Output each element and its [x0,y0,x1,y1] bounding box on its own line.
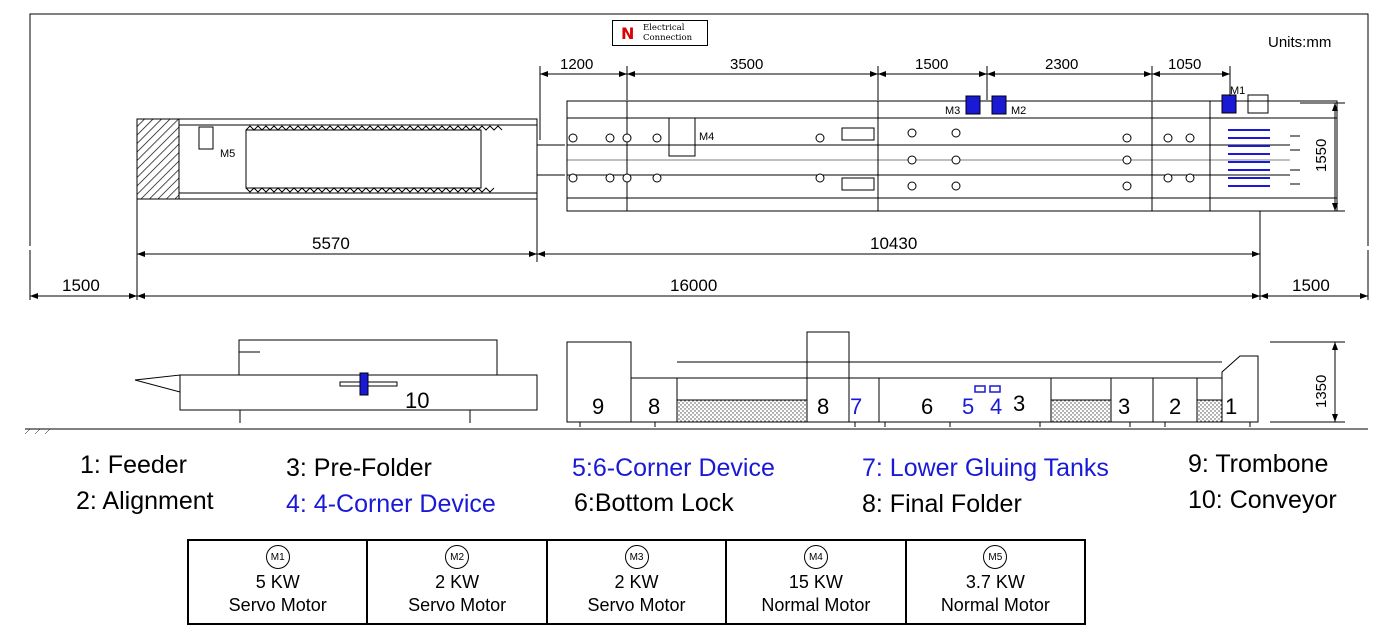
motor-table: M1 5 KW Servo Motor M2 2 KW Servo Motor … [187,539,1086,625]
plan-label-m4: M4 [699,131,714,143]
bottom-dimension-chain [29,250,1369,300]
electrical-connection-key: N Electrical Connection [612,20,708,46]
legend-alignment: 2: Alignment [76,487,214,515]
motor-badge-icon: M2 [445,545,470,569]
dim-10430: 10430 [870,234,917,253]
dim-1550: 1550 [1313,139,1330,172]
plan-label-m1: M1 [1230,85,1245,97]
legend-4-corner: 4: 4-Corner Device [286,490,496,518]
motor-type: Servo Motor [408,595,507,615]
legend-lower-gluing: 7: Lower Gluing Tanks [862,454,1109,482]
dim-1500-left: 1500 [62,276,100,295]
dim-1050: 1050 [1168,56,1201,73]
motor-badge-icon: M1 [265,545,290,569]
section-9: 9 [592,394,604,419]
dim-1500-top: 1500 [915,56,948,73]
mid-dimension-chain [136,199,1261,300]
legend-feeder: 1: Feeder [80,451,188,479]
motor-cell-m5: M5 3.7 KW Normal Motor [907,541,1084,623]
motor-badge-icon: M5 [983,545,1008,569]
motor-badge-icon: M4 [803,545,828,569]
section-8a: 8 [648,394,660,419]
lightning-icon: N [621,24,635,43]
top-dimension-chain [539,66,1231,140]
legend-final-folder: 8: Final Folder [862,490,1022,518]
dim-5570: 5570 [312,234,350,253]
motor-type: Normal Motor [940,595,1050,615]
dim-16000: 16000 [670,276,717,295]
electrical-label: Electrical [643,23,685,33]
motor-type: Normal Motor [761,595,871,615]
section-8b: 8 [817,394,829,419]
room-walls [29,13,1369,246]
motor-type: Servo Motor [587,595,686,615]
dim-3500: 3500 [730,56,763,73]
motor-power: 3.7 KW [965,572,1025,592]
motor-power: 15 KW [788,572,843,592]
motor-type: Servo Motor [228,595,327,615]
plan-label-m3: M3 [945,105,960,117]
section-7: 7 [850,394,862,419]
section-3a: 3 [1013,391,1025,416]
motor-cell-m1: M1 5 KW Servo Motor [189,541,369,623]
plan-label-m5: M5 [220,148,235,160]
plan-conveyor [136,118,565,200]
connection-label: Connection [643,33,693,43]
legend-conveyor: 10: Conveyor [1188,486,1337,514]
motor-power: 2 KW [435,572,480,592]
dim-2300: 2300 [1045,56,1078,73]
legend-pre-folder: 3: Pre-Folder [286,454,432,482]
motor-badge-icon: M3 [624,545,649,569]
motor-cell-m3: M3 2 KW Servo Motor [548,541,728,623]
motor-cell-m4: M4 15 KW Normal Motor [727,541,907,623]
motor-cell-m2: M2 2 KW Servo Motor [368,541,548,623]
dim-1500-right: 1500 [1292,276,1330,295]
section-1: 1 [1225,394,1237,419]
legend-trombone: 9: Trombone [1188,450,1329,478]
section-4: 4 [990,394,1002,419]
section-numbers: 10 9 8 8 7 6 5 4 3 3 2 1 [405,388,1237,419]
legend-bottom-lock: 6:Bottom Lock [574,489,734,517]
dim-1350: 1350 [1313,375,1330,408]
side-elevation [24,331,1368,435]
motor-power: 5 KW [255,572,300,592]
units-label: Units:mm [1268,34,1332,51]
section-6: 6 [921,394,933,419]
section-2: 2 [1169,394,1181,419]
section-10: 10 [405,388,429,413]
section-3b: 3 [1118,394,1130,419]
dim-1200: 1200 [560,56,593,73]
motor-power: 2 KW [614,572,659,592]
plan-motor-labels: M1 M2 M3 M4 M5 [220,85,1245,160]
section-5: 5 [962,394,974,419]
legend-6-corner: 5:6-Corner Device [572,454,775,482]
plan-label-m2: M2 [1011,105,1026,117]
